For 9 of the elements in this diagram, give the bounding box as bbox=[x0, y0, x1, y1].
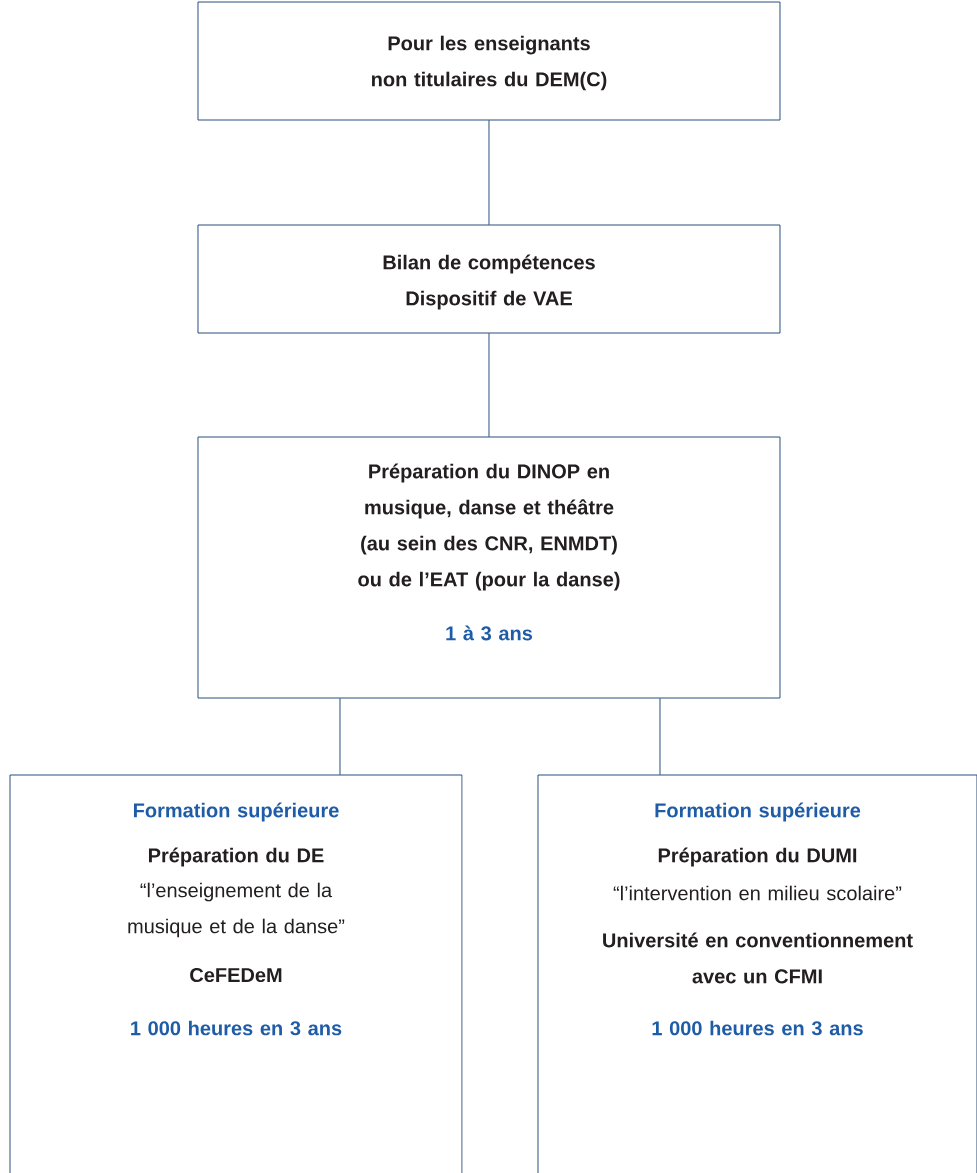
text-box: Formation supérieure Préparation du DE “l’enseignement de la musique et de la danse” CeFEDeM 1 000 heures en 3 ans bbox=[9, 774, 463, 1173]
text-box: Pour les enseignants non titulaires du DEM(C) bbox=[197, 1, 781, 121]
connector-line bbox=[659, 697, 661, 776]
text-box: Formation supérieure Préparation du DUMI “l’intervention en milieu scolaire” Université en conventionnement avec un CFMI 1 000 heures en 3 ans bbox=[537, 774, 977, 1173]
text-box: Préparation du DINOP en musique, danse et théâtre (au sein des CNR, ENMDT) ou de l’EAT (pour la danse) 1 à 3 ans bbox=[197, 436, 781, 699]
connector-line bbox=[488, 119, 490, 226]
text-box: Bilan de compétences Dispositif de VAE bbox=[197, 224, 781, 334]
connector-line bbox=[488, 332, 490, 438]
connector-line bbox=[339, 697, 341, 776]
